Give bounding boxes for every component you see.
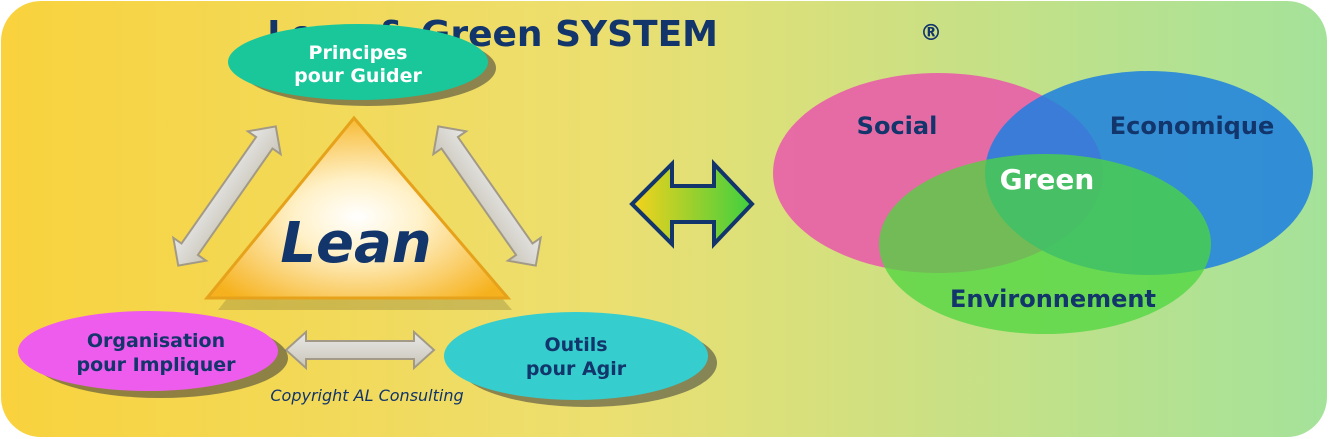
venn-social-label: Social <box>857 112 938 140</box>
arrow-bottom <box>284 329 436 371</box>
organisation-node-line1: Organisation <box>87 330 225 352</box>
principes-node-line1: Principes <box>309 42 408 64</box>
copyright-text: Copyright AL Consulting <box>270 386 463 405</box>
outils-node-line2: pour Agir <box>526 358 627 380</box>
venn-center-label: Green <box>1000 163 1095 196</box>
organisation-node <box>18 311 278 391</box>
big-double-arrow <box>629 158 755 250</box>
arrow-top-right <box>431 125 543 267</box>
venn-environnement-circle <box>879 154 1211 334</box>
lean-label: Lean <box>280 211 431 276</box>
lean-triangle <box>203 115 512 300</box>
principes-node-line2: pour Guider <box>294 65 422 87</box>
venn-economique-label: Economique <box>1110 112 1274 140</box>
arrow-top-left <box>171 125 283 267</box>
venn-diagram <box>773 71 1313 334</box>
outils-node-line1: Outils <box>544 334 607 356</box>
venn-environnement-label: Environnement <box>950 285 1156 313</box>
registered-mark: ® <box>920 21 942 46</box>
outils-node <box>444 312 708 400</box>
principes-node <box>228 24 488 100</box>
organisation-node-line2: pour Impliquer <box>76 354 236 376</box>
